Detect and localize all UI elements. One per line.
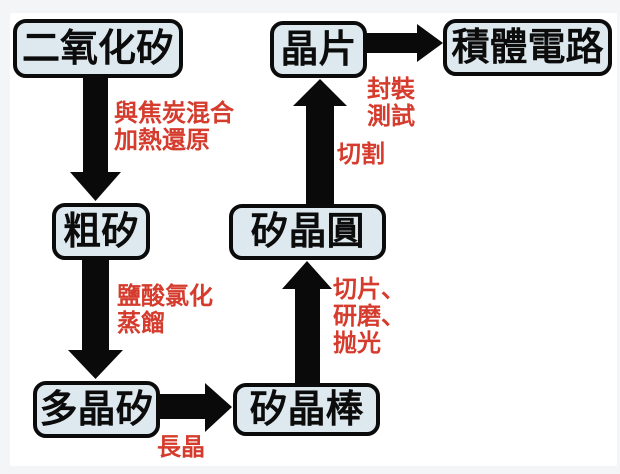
node-label: 矽晶圓	[250, 211, 365, 253]
node-label: 多晶矽	[39, 388, 154, 431]
node-silicon-dioxide: 二氧化矽	[13, 19, 183, 78]
node-label: 二氧化矽	[21, 27, 174, 70]
edge-label-crystal-growth: 長晶	[157, 434, 205, 461]
node-integrated-circuit: 積體電路	[443, 19, 612, 76]
edge-label-hcl-distillation: 鹽酸氯化 蒸餾	[117, 283, 213, 337]
edge-label-coke-reduction: 與焦炭混合 加熱還原	[114, 100, 234, 154]
node-polysilicon: 多晶矽	[33, 381, 160, 438]
edge-label-slice-grind-polish: 切片、 研磨、 抛光	[333, 276, 405, 357]
edge-label-package-test: 封裝 測試	[367, 76, 415, 130]
node-label: 晶片	[280, 28, 357, 71]
node-label: 粗矽	[62, 210, 139, 253]
node-silicon-ingot: 矽晶棒	[233, 383, 380, 436]
node-label: 積體電路	[451, 26, 604, 69]
arrow-right-chip-to-ic	[365, 24, 443, 62]
node-label: 矽晶棒	[249, 388, 364, 431]
arrow-down-sio2-to-crude	[70, 76, 121, 201]
node-silicon-wafer: 矽晶圓	[229, 204, 386, 260]
edge-label-dicing: 切割	[337, 141, 385, 168]
arrow-right-poly-to-ingot	[158, 383, 232, 432]
node-crude-silicon: 粗矽	[52, 203, 150, 260]
arrow-up-ingot-to-wafer	[282, 261, 332, 384]
arrow-up-wafer-to-chip	[293, 79, 347, 205]
node-chip: 晶片	[270, 21, 367, 78]
arrow-down-crude-to-poly	[68, 256, 123, 379]
